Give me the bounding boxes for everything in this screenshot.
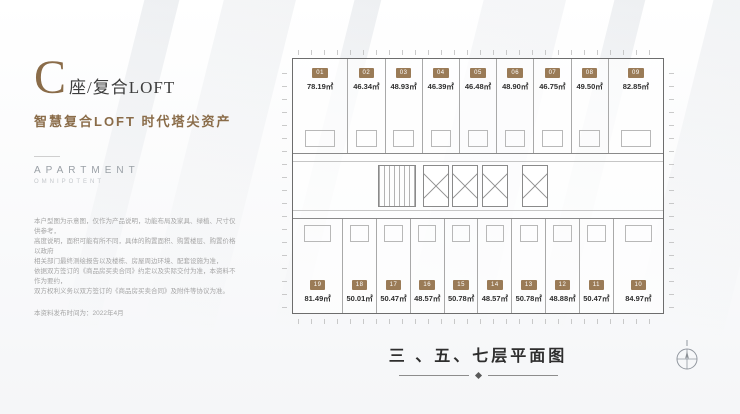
ornament-diamond [474, 371, 482, 380]
unit-cell: 13 50.78㎡ [512, 219, 547, 313]
dimension-ticks-bottom [298, 319, 658, 324]
unit-area-label: 46.39㎡ [427, 82, 454, 91]
ornament-line [487, 375, 558, 376]
unit-number-badge: 05 [470, 68, 486, 78]
floor-plan: 01 78.19㎡ 02 46.34㎡ 03 48.93㎡ 04 46.39㎡ … [282, 50, 674, 324]
unit-number-badge: 07 [544, 68, 561, 78]
disclaimer-text: 本户型图为示意图，仅作为产品说明，功能布局及家具、绿植、尺寸仅供参考， 高度说明… [34, 217, 240, 298]
unit-cell: 12 48.88㎡ [546, 219, 580, 313]
unit-cell: 17 50.47㎡ [377, 219, 411, 313]
caption-ornament [282, 371, 674, 380]
page-title: C 座/复合LOFT [34, 54, 258, 102]
brand-block: APARTMENT OMNIPOTENT [34, 156, 258, 185]
unit-cell: 18 50.01㎡ [343, 219, 378, 313]
disclaimer-line: 依据双方签订的《商品房买卖合同》约定以及实际交付为准，本资料不作为要约， [34, 268, 236, 286]
unit-area-label: 46.48㎡ [464, 82, 492, 91]
unit-number-badge: 19 [309, 280, 326, 290]
unit-area-label: 50.47㎡ [380, 294, 407, 303]
unit-number-badge: 06 [507, 68, 524, 78]
tagline: 智慧复合LOFT 时代塔尖资产 [34, 114, 232, 129]
unit-cell: 19 81.49㎡ [293, 219, 344, 313]
unit-area-label: 82.85㎡ [622, 82, 649, 91]
building-title-suffix: 座/复合LOFT [69, 78, 176, 97]
floor-caption-text: 三 、五、七层平面图 [388, 348, 568, 365]
unit-number-badge: 16 [419, 280, 436, 290]
elevator-shaft [481, 165, 508, 207]
unit-number-badge: 14 [487, 280, 503, 290]
disclaimer-line: 本户型图为示意图，仅作为产品说明，功能布局及家具、绿植、尺寸仅供参考， [34, 218, 236, 236]
unit-area-label: 46.75㎡ [539, 82, 566, 91]
unit-cell: 06 48.90㎡ [497, 59, 535, 153]
unit-cell: 09 82.85㎡ [609, 59, 663, 153]
dimension-ticks-right [669, 66, 674, 308]
unit-cell: 10 84.97㎡ [614, 219, 663, 313]
unit-area-label: 50.47㎡ [583, 294, 610, 303]
unit-number-badge: 04 [432, 68, 449, 78]
unit-area-label: 78.19㎡ [307, 82, 334, 91]
elevator-shaft [452, 165, 479, 207]
floor-plan-outline: 01 78.19㎡ 02 46.34㎡ 03 48.93㎡ 04 46.39㎡ … [292, 58, 664, 314]
unit-area-label: 50.78㎡ [515, 294, 542, 303]
disclaimer-line: 双方权利义务以双方签订的《商品房买卖合同》及附件等协议为准。 [34, 288, 229, 296]
unit-area-label: 48.57㎡ [414, 294, 441, 303]
unit-area-label: 48.57㎡ [481, 294, 509, 303]
unit-number-badge: 02 [358, 68, 375, 78]
unit-cell: 14 48.57㎡ [478, 219, 513, 313]
unit-number-badge: 18 [351, 280, 368, 290]
disclaimer-line: 相关部门最终测绘报告以及楼栋、房屋周边环境、配套设施为准， [34, 258, 223, 266]
dimension-ticks-left [282, 66, 287, 308]
unit-area-label: 50.78㎡ [447, 294, 475, 303]
brand-divider [34, 156, 60, 157]
brand-word-omnipotent: OMNIPOTENT [34, 179, 104, 185]
units-bottom-row: 19 81.49㎡ 18 50.01㎡ 17 50.47㎡ 16 48.57㎡ … [293, 219, 663, 313]
unit-cell: 08 49.50㎡ [572, 59, 609, 153]
unit-number-badge: 09 [628, 68, 644, 78]
floor-caption: 三 、五、七层平面图 [282, 342, 674, 380]
unit-area-label: 50.01㎡ [346, 294, 373, 303]
stairwell [378, 165, 417, 207]
unit-cell: 07 46.75㎡ [534, 59, 572, 153]
unit-cell: 02 46.34㎡ [348, 59, 386, 153]
unit-number-badge: 13 [520, 280, 537, 290]
unit-number-badge: 08 [581, 68, 598, 78]
unit-cell: 04 46.39㎡ [423, 59, 460, 153]
compass-icon [676, 340, 698, 370]
unit-cell: 11 50.47㎡ [580, 219, 614, 313]
unit-number-badge: 17 [385, 280, 402, 290]
building-core [293, 153, 663, 219]
unit-area-label: 46.34㎡ [353, 82, 380, 91]
unit-area-label: 81.49㎡ [304, 294, 331, 303]
unit-number-badge: 03 [395, 68, 412, 78]
dimension-ticks-top [298, 50, 658, 55]
unit-number-badge: 15 [453, 280, 469, 290]
unit-area-label: 48.93㎡ [390, 82, 417, 91]
left-panel: C 座/复合LOFT 智慧复合LOFT 时代塔尖资产 APARTMENT OMN… [34, 54, 258, 317]
units-top-row: 01 78.19㎡ 02 46.34㎡ 03 48.93㎡ 04 46.39㎡ … [293, 59, 663, 153]
unit-number-badge: 11 [588, 280, 604, 290]
unit-cell: 01 78.19㎡ [293, 59, 349, 153]
publish-date: 本资料发布时间为：2022年4月 [34, 309, 124, 317]
unit-area-label: 48.90㎡ [502, 82, 529, 91]
unit-cell: 15 50.78㎡ [445, 219, 479, 313]
unit-cell: 05 46.48㎡ [460, 59, 498, 153]
unit-cell: 03 48.93㎡ [386, 59, 423, 153]
disclaimer-line: 高度说明，面积可能有所不同，具体的购置面积、购置楼层、购置价格以政府 [34, 238, 236, 256]
elevator-shaft [422, 165, 449, 207]
unit-cell: 16 48.57㎡ [411, 219, 445, 313]
unit-area-label: 84.97㎡ [625, 294, 652, 303]
unit-number-badge: 12 [554, 280, 571, 290]
elevator-shaft [522, 165, 549, 207]
building-letter: C [34, 51, 67, 104]
unit-area-label: 48.88㎡ [549, 294, 576, 303]
ornament-line [398, 375, 469, 376]
unit-number-badge: 10 [630, 280, 647, 290]
unit-number-badge: 01 [312, 68, 328, 78]
brand-word-apartment: APARTMENT [34, 165, 140, 176]
unit-area-label: 49.50㎡ [576, 82, 603, 91]
